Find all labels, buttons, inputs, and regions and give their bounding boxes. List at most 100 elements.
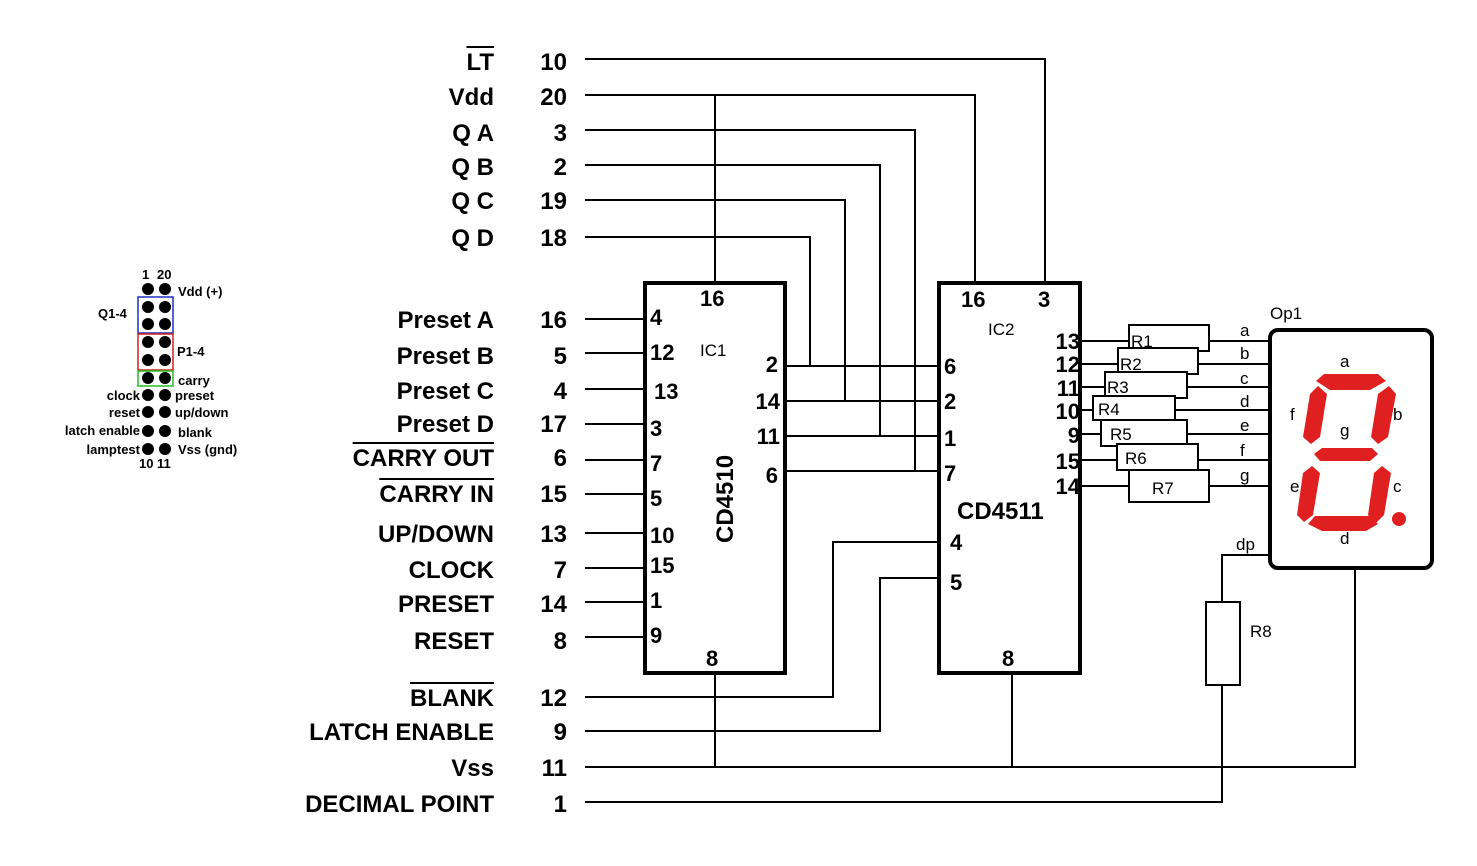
ic1-pin-r4: 6 <box>766 463 778 488</box>
ic1-pin-l9: 1 <box>650 588 662 613</box>
resistor-r6 <box>1116 443 1199 471</box>
signal-pin-number: 19 <box>540 188 567 215</box>
ic2-pin-top1: 16 <box>961 287 985 312</box>
resistor-r1-label: R1 <box>1131 332 1153 351</box>
segment-b <box>1371 386 1396 444</box>
resistor-array: R1 R2 R3 R4 R5 R6 R7 R8 <box>1092 324 1272 686</box>
header-vss-label: Vss (gnd) <box>178 442 237 457</box>
wire-label-a: a <box>1240 321 1250 340</box>
header-latch-label: latch enable <box>65 423 140 438</box>
display-ref: Op1 <box>1270 304 1302 323</box>
signal-pin-number: 4 <box>554 378 568 405</box>
signal-pin-number: 8 <box>554 628 567 655</box>
header-pin-dot <box>159 354 171 366</box>
segment-wire-labels: a b c d e f g dp <box>1236 321 1255 554</box>
header-pin-dot <box>142 354 154 366</box>
header-reset-label: reset <box>109 405 141 420</box>
header-pin-dot <box>159 318 171 330</box>
display-label-b: b <box>1393 405 1402 424</box>
resistor-r1 <box>1128 324 1210 352</box>
signal-label: CARRY OUT <box>353 445 495 472</box>
signal-label: DECIMAL POINT <box>305 791 494 818</box>
header-p-box <box>137 333 174 371</box>
ic2-cd4511: 16 3 8 IC2 CD4511 6 2 1 7 4 5 13 12 11 1… <box>937 281 1082 675</box>
ic2-pin-r1: 13 <box>1056 329 1080 354</box>
display-label-a: a <box>1340 352 1350 371</box>
signal-pin-number: 7 <box>554 557 567 584</box>
segment-g <box>1314 448 1378 461</box>
wire-label-d: d <box>1240 392 1249 411</box>
header-p-label: P1-4 <box>177 344 205 359</box>
ic1-pin-bottom: 8 <box>706 646 718 671</box>
signal-pin-number: 14 <box>540 591 567 618</box>
signal-label: BLANK <box>410 685 495 712</box>
header-q-box <box>137 296 174 334</box>
resistor-r6-label: R6 <box>1125 449 1147 468</box>
signal-label: RESET <box>414 628 494 655</box>
signal-pin-number: 17 <box>540 411 567 438</box>
display-segments <box>1297 374 1406 531</box>
ic1-ref: IC1 <box>700 341 726 360</box>
ic1-pin-r3: 11 <box>757 424 780 449</box>
header-pin-dot <box>142 301 154 313</box>
resistor-r5 <box>1100 419 1188 447</box>
signal-pin-number: 18 <box>540 225 567 252</box>
ic1-pin-r2: 14 <box>756 389 781 414</box>
signal-pin-number: 10 <box>540 49 567 76</box>
connector-header: 1 20 Vdd (+) Q1-4 P1-4 carry clock prese… <box>65 267 237 471</box>
resistor-r3 <box>1104 371 1188 399</box>
ic1-pin-l6: 5 <box>650 486 662 511</box>
signal-label: Preset D <box>397 411 494 438</box>
ic2-pin-r7: 14 <box>1056 474 1081 499</box>
ic1-cd4510: 16 8 IC1 CD4510 4 12 13 3 7 5 10 15 1 9 … <box>643 281 787 675</box>
ic1-pin-l5: 7 <box>650 451 662 476</box>
signal-pin-number: 20 <box>540 84 567 111</box>
header-pin-dot <box>142 425 154 437</box>
header-pin-10: 10 <box>139 456 153 471</box>
segment-d <box>1308 516 1378 531</box>
ic2-pin-l4: 7 <box>944 461 956 486</box>
signal-label: UP/DOWN <box>378 521 494 548</box>
ic1-part: CD4510 <box>712 455 739 543</box>
header-pin-dot <box>142 283 154 295</box>
signal-label: CLOCK <box>409 557 495 584</box>
header-pin-dot <box>159 372 171 384</box>
resistor-r8 <box>1205 601 1241 686</box>
ic2-pin-r6: 15 <box>1056 449 1080 474</box>
seven-segment-display: Op1 a b c d e f g <box>1268 304 1434 570</box>
header-pin-dot <box>142 318 154 330</box>
header-preset-label: preset <box>175 388 215 403</box>
signal-label: Q A <box>452 120 494 147</box>
signal-pin-number: 15 <box>540 481 567 508</box>
signal-pin-number: 3 <box>554 120 567 147</box>
ic2-pin-l1: 6 <box>944 354 956 379</box>
ic2-pin-l6: 5 <box>950 570 962 595</box>
ic1-pin-l1: 4 <box>650 305 663 330</box>
header-pin-11: 11 <box>157 456 171 471</box>
signal-label: CARRY IN <box>379 481 494 508</box>
resistor-r2-label: R2 <box>1120 355 1142 374</box>
ic1-pin-l7: 10 <box>650 523 674 548</box>
signal-label: Vdd <box>449 84 494 111</box>
wire-label-b: b <box>1240 344 1249 363</box>
header-clock-label: clock <box>107 388 141 403</box>
ic1-body <box>643 281 787 675</box>
segment-dp <box>1392 512 1406 526</box>
ic2-pin-l5: 4 <box>950 530 963 555</box>
header-pin-dot <box>142 389 154 401</box>
header-carry-label: carry <box>178 373 211 388</box>
signal-pin-number: 6 <box>554 445 567 472</box>
signal-label: Q B <box>451 154 494 181</box>
ic2-pin-r4: 10 <box>1056 399 1080 424</box>
resistor-r3-label: R3 <box>1107 378 1129 397</box>
resistor-r7 <box>1128 469 1210 503</box>
segment-a <box>1316 374 1386 390</box>
signal-label: LT <box>466 49 494 76</box>
signal-pin-number: 11 <box>542 755 567 782</box>
segment-e <box>1297 466 1320 522</box>
signal-label: PRESET <box>398 591 494 618</box>
display-label-c: c <box>1393 477 1402 496</box>
ic1-pin-l8: 15 <box>650 553 674 578</box>
wire-label-e: e <box>1240 416 1249 435</box>
